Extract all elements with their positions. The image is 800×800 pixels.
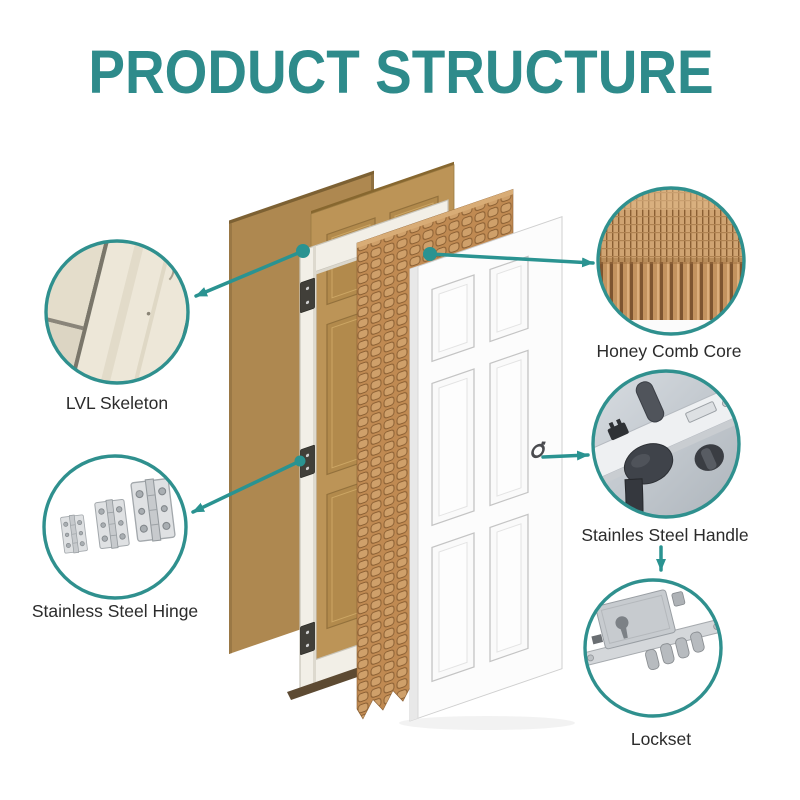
label-lvl-skeleton: LVL Skeleton bbox=[65, 393, 169, 413]
floor-shadow bbox=[399, 716, 575, 730]
anchor-dots bbox=[294, 244, 437, 467]
anchor-dot-honeycomb bbox=[423, 247, 437, 261]
arrow-to-hinge bbox=[191, 459, 302, 514]
callout-honey-comb-core bbox=[596, 186, 746, 336]
callout-stainless-steel-handle bbox=[591, 369, 741, 519]
arrow-to-lvl-skeleton bbox=[194, 249, 305, 298]
label-lockset: Lockset bbox=[630, 729, 692, 749]
arrow-to-honeycomb-core bbox=[428, 252, 595, 268]
mortise-lockset-photo bbox=[585, 580, 721, 716]
callout-lockset bbox=[583, 578, 723, 718]
label-stainless-steel-handle: Stainles Steel Handle bbox=[581, 525, 749, 545]
anchor-dot-hinge bbox=[294, 455, 306, 467]
lock-cylinder-icon bbox=[531, 441, 546, 459]
three-steel-hinges-photo bbox=[44, 456, 186, 598]
connector-arrows bbox=[191, 249, 666, 572]
front-door-layer bbox=[409, 215, 563, 722]
arrow-to-handle bbox=[541, 450, 590, 461]
page-title: PRODUCT STRUCTURE bbox=[88, 38, 714, 106]
label-stainless-steel-hinge: Stainless Steel Hinge bbox=[31, 601, 199, 621]
door-handle-lock-photo bbox=[593, 371, 739, 517]
callout-stainless-steel-hinge bbox=[42, 454, 188, 600]
anchor-dot-frame bbox=[296, 244, 310, 258]
label-honey-comb-core: Honey Comb Core bbox=[596, 341, 742, 361]
